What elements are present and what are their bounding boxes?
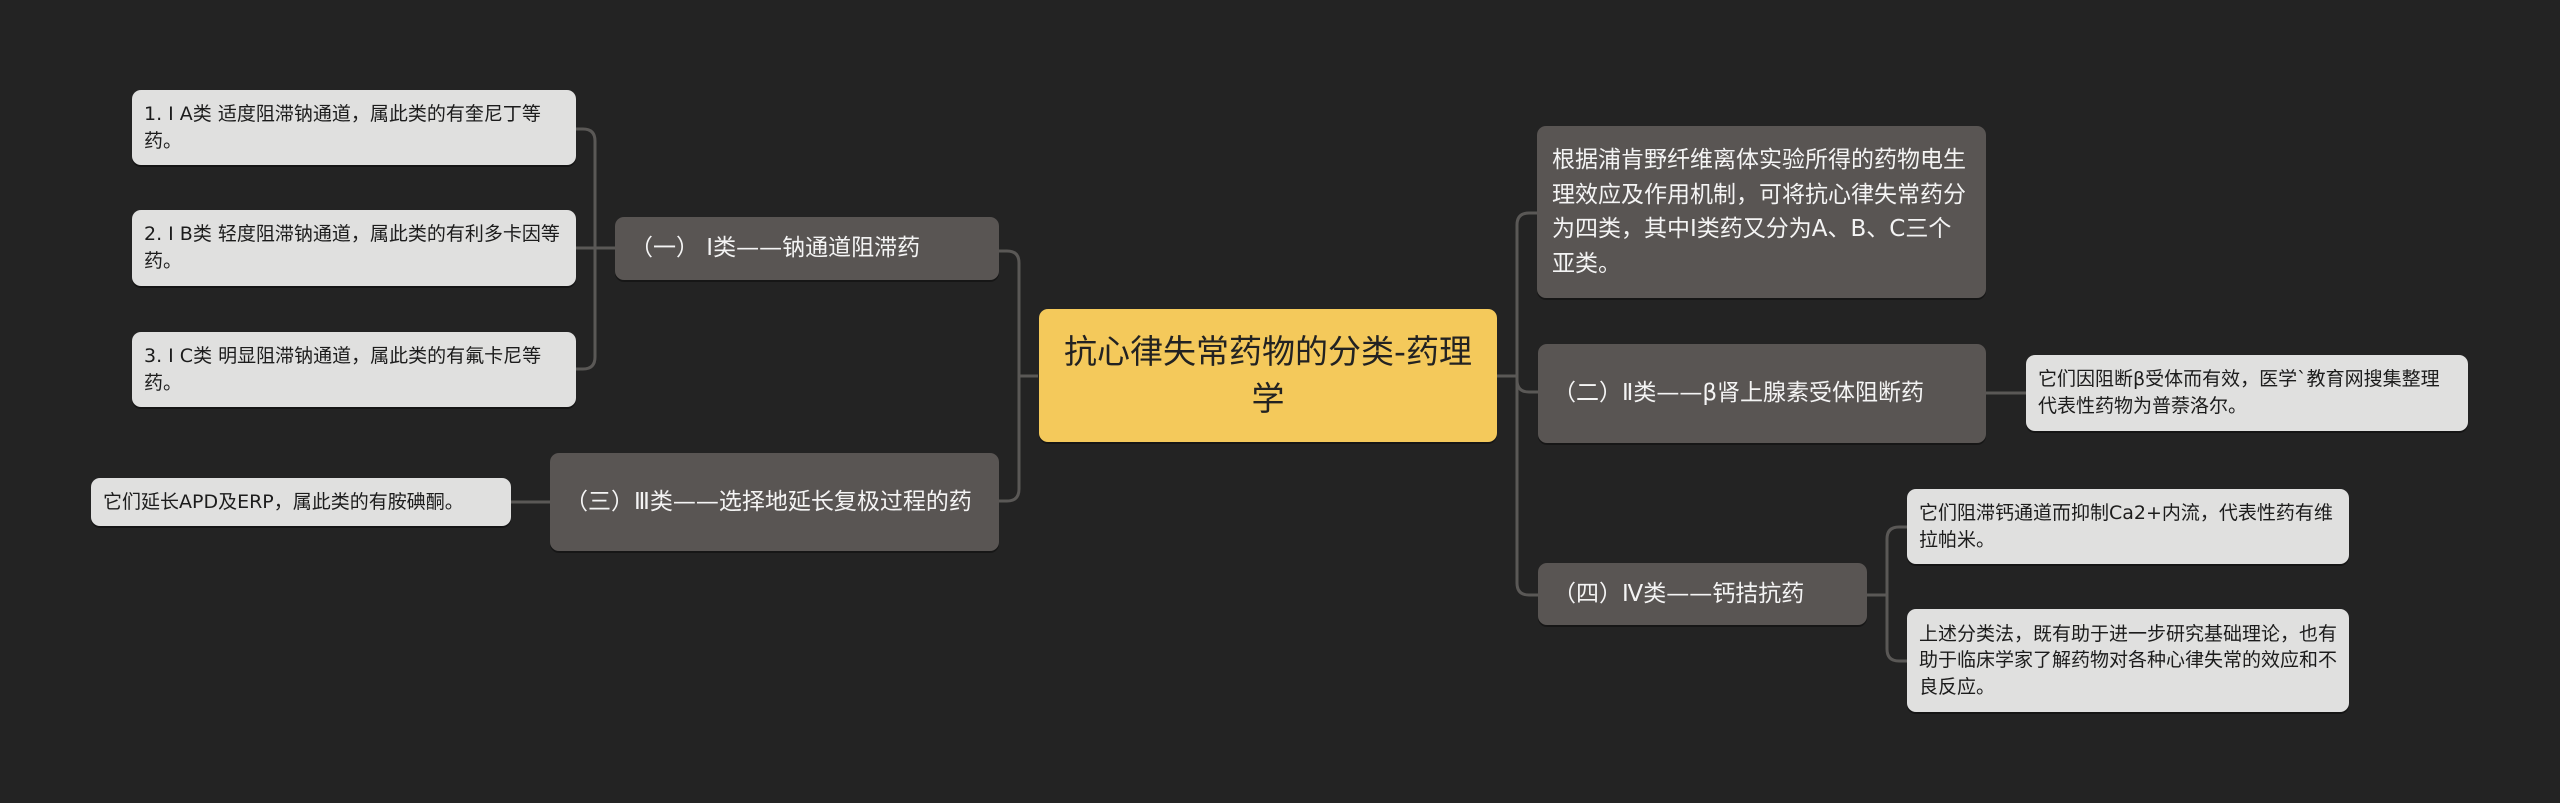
leaf-class-1a[interactable]: 1. Ⅰ A类 适度阻滞钠通道，属此类的有奎尼丁等药。: [132, 90, 576, 165]
leaf-text: 3. Ⅰ C类 明显阻滞钠通道，属此类的有氟卡尼等药。: [144, 344, 542, 394]
branch-class-3[interactable]: （三）Ⅲ类——选择地延长复极过程的药: [550, 453, 999, 551]
connector-right-trunk: [1515, 211, 1538, 597]
leaf-text: 上述分类法，既有助于进一步研究基础理论，也有助于临床学家了解药物对各种心律失常的…: [1919, 622, 2338, 698]
branch-description[interactable]: 根据浦肯野纤维离体实验所得的药物电生理效应及作用机制，可将抗心律失常药分为四类，…: [1537, 126, 1986, 298]
leaf-class-4b[interactable]: 上述分类法，既有助于进一步研究基础理论，也有助于临床学家了解药物对各种心律失常的…: [1907, 609, 2349, 712]
branch-class-1[interactable]: （一） Ⅰ类——钠通道阻滞药: [615, 217, 999, 280]
leaf-text: 2. Ⅰ B类 轻度阻滞钠通道，属此类的有利多卡因等药。: [144, 223, 560, 272]
branch-label: 根据浦肯野纤维离体实验所得的药物电生理效应及作用机制，可将抗心律失常药分为四类，…: [1552, 147, 1966, 277]
connector-left-trunk: [999, 249, 1021, 503]
leaf-text: 1. Ⅰ A类 适度阻滞钠通道，属此类的有奎尼丁等药。: [144, 102, 541, 152]
leaf-class-3[interactable]: 它们延长APD及ERP，属此类的有胺碘酮。: [91, 478, 511, 526]
connector-branch4-trunk: [1885, 525, 1907, 663]
leaf-text: 它们因阻断β受体而有效，医学`教育网搜集整理代表性药物为普萘洛尔。: [2038, 368, 2440, 417]
leaf-text: 它们延长APD及ERP，属此类的有胺碘酮。: [103, 490, 464, 513]
branch-class-2[interactable]: （二）Ⅱ类——β肾上腺素受体阻断药: [1538, 344, 1986, 443]
connector-branch1-trunk: [576, 127, 597, 371]
branch-label: （一） Ⅰ类——钠通道阻滞药: [630, 235, 921, 262]
leaf-class-1c[interactable]: 3. Ⅰ C类 明显阻滞钠通道，属此类的有氟卡尼等药。: [132, 332, 576, 407]
branch-label: （三）Ⅲ类——选择地延长复极过程的药: [565, 488, 972, 515]
branch-label: （二）Ⅱ类——β肾上腺素受体阻断药: [1553, 380, 1924, 407]
leaf-class-4a[interactable]: 它们阻滞钙通道而抑制Ca2+内流，代表性药有维拉帕米。: [1907, 489, 2349, 564]
branch-class-4[interactable]: （四）Ⅳ类——钙拮抗药: [1538, 563, 1867, 625]
leaf-class-2[interactable]: 它们因阻断β受体而有效，医学`教育网搜集整理代表性药物为普萘洛尔。: [2026, 355, 2468, 431]
branch-label: （四）Ⅳ类——钙拮抗药: [1553, 580, 1805, 607]
leaf-text: 它们阻滞钙通道而抑制Ca2+内流，代表性药有维拉帕米。: [1919, 501, 2333, 551]
root-node[interactable]: 抗心律失常药物的分类-药理学: [1039, 309, 1497, 442]
leaf-class-1b[interactable]: 2. Ⅰ B类 轻度阻滞钠通道，属此类的有利多卡因等药。: [132, 210, 576, 286]
root-title: 抗心律失常药物的分类-药理学: [1064, 331, 1472, 418]
